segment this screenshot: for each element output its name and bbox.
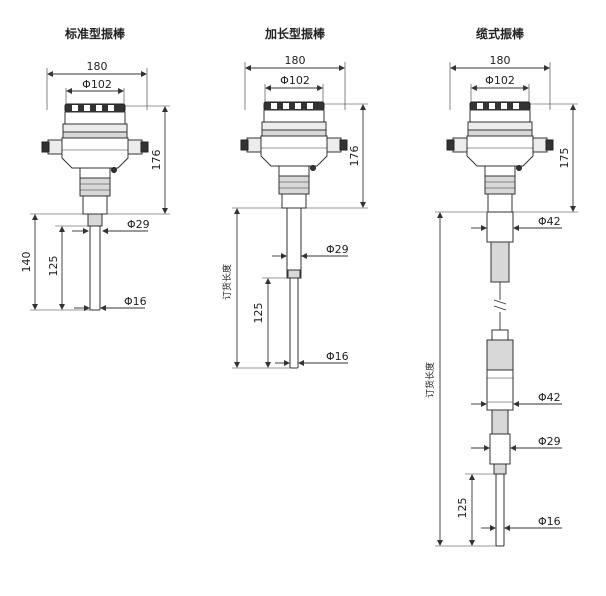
extended-order-length-label: 订货长度 xyxy=(221,264,233,300)
extended-upper-diameter: Φ29 xyxy=(326,243,349,256)
extended-height-dim: 176 xyxy=(348,146,361,167)
standard-rod-dim: 125 xyxy=(47,256,60,277)
cable-title: 缆式振棒 xyxy=(476,26,525,41)
extended-width-dim: 180 xyxy=(285,54,306,67)
standard-width-dim: 180 xyxy=(87,60,108,73)
cable-top-diameter: Φ42 xyxy=(538,215,561,228)
extended-rod-dim: 125 xyxy=(252,303,265,324)
standard-probe-drawing: 标准型振棒 180 Φ102 xyxy=(20,26,170,311)
cable-weight-diameter: Φ42 xyxy=(538,391,561,404)
cable-rod-diameter: Φ16 xyxy=(538,515,561,528)
standard-height-dim: 176 xyxy=(150,150,163,171)
cable-width-dim: 180 xyxy=(490,54,511,67)
extended-probe-drawing: 加长型振棒 180 Φ102 xyxy=(221,26,368,369)
standard-head-dim: Φ102 xyxy=(82,78,112,91)
extended-title: 加长型振棒 xyxy=(264,26,326,41)
standard-upper-diameter: Φ29 xyxy=(127,218,150,231)
cable-probe-drawing: 缆式振棒 180 Φ102 xyxy=(424,26,578,547)
cable-upper-diameter: Φ29 xyxy=(538,435,561,448)
extended-head-dim: Φ102 xyxy=(280,74,310,87)
standard-overall-dim: 140 xyxy=(20,252,33,273)
extended-rod-diameter: Φ16 xyxy=(326,350,349,363)
cable-height-dim: 175 xyxy=(558,148,571,169)
cable-order-length-label: 订货长度 xyxy=(424,362,436,398)
cable-rod-dim: 125 xyxy=(456,498,469,519)
standard-title: 标准型振棒 xyxy=(64,26,126,41)
cable-head-dim: Φ102 xyxy=(485,74,515,87)
standard-rod-diameter: Φ16 xyxy=(124,295,147,308)
